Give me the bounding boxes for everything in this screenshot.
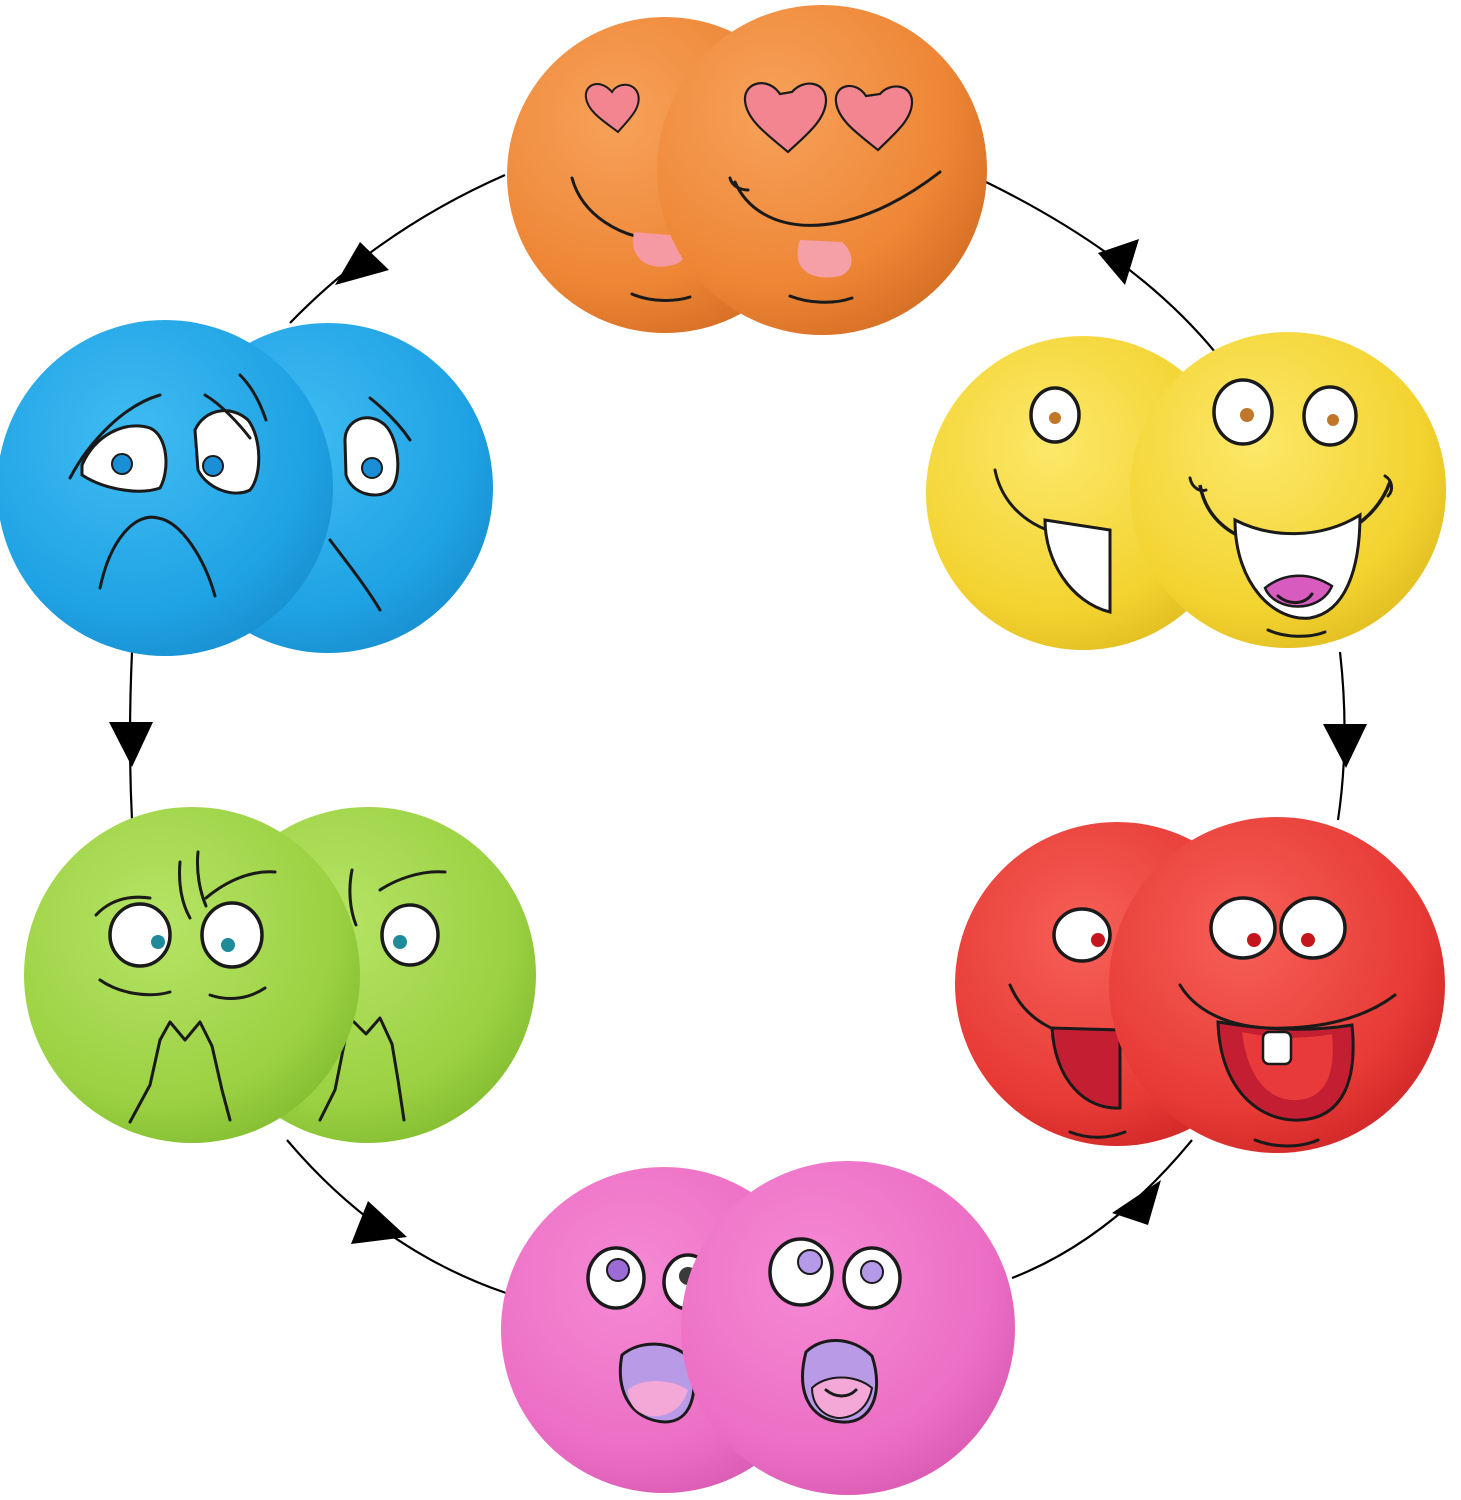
silly-eye-right-icon: [1279, 896, 1347, 960]
ball-pair-silly: [955, 817, 1445, 1153]
arrow-head-surprised: [1112, 1180, 1161, 1225]
arrow-surprised-to-angry: [286, 1139, 507, 1295]
angry-eye-left-icon: [108, 902, 172, 968]
arrow-head-angry: [351, 1201, 407, 1244]
arrow-head-sad: [335, 242, 389, 285]
cycle-arrows: [109, 173, 1367, 1295]
arrow-sad-to-love: [289, 173, 506, 324]
sad-mouth-icon: [98, 515, 217, 598]
ball-pair-angry: [24, 807, 536, 1143]
angry-mouth-icon: [158, 1020, 232, 1122]
arrow-love-to-happy: [985, 181, 1216, 353]
silly-eye-left-icon: [1209, 896, 1277, 960]
sad-ball-front: [0, 320, 333, 656]
surprised-ball-front: [681, 1161, 1015, 1495]
love-smile: [733, 170, 942, 227]
heart-eye-left-icon: [743, 82, 828, 154]
ball-pair-sad: [0, 320, 493, 656]
happy-ball-front: [1130, 332, 1446, 648]
arrow-silly-to-surprised: [1011, 1139, 1193, 1280]
angry-ball-front: [24, 807, 360, 1143]
tongue-icon: [797, 240, 852, 278]
arrow-head-silly: [1323, 724, 1367, 768]
ball-pair-surprised: [501, 1161, 1015, 1495]
ball-pair-love: [507, 5, 987, 335]
tooth-icon: [1261, 1030, 1293, 1066]
silly-ball-front: [1109, 817, 1445, 1153]
heart-eye-right-icon: [834, 85, 914, 152]
angry-brow-right-icon: [204, 870, 277, 900]
arrow-head-angry-from-sad: [109, 722, 153, 767]
sad-eye-right-icon: [193, 409, 261, 495]
ball-pair-happy: [926, 332, 1446, 650]
love-ball-front: [657, 5, 987, 335]
arrow-head-happy: [1098, 239, 1139, 285]
surprised-eye-left-icon: [768, 1237, 834, 1307]
angry-eye-right-icon: [200, 901, 264, 969]
